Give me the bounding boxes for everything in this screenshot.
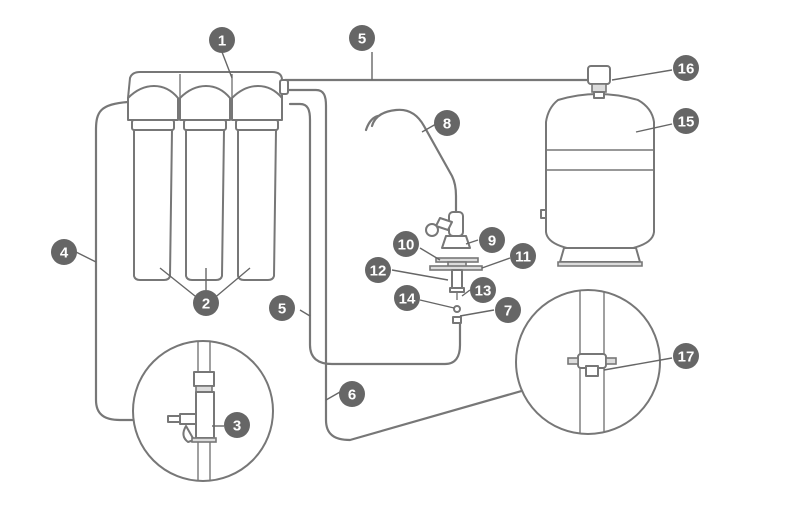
- callout-7: 7: [495, 297, 521, 323]
- filter-cartridge-3: [231, 85, 283, 281]
- callout-badge: [393, 231, 419, 257]
- callout-badge: [470, 277, 496, 303]
- callout-badge: [673, 343, 699, 369]
- callout-number: 11: [515, 249, 531, 266]
- callout-10: 10: [393, 231, 419, 257]
- callout-badge: [394, 285, 420, 311]
- callout-number: 9: [488, 233, 496, 250]
- callout-9: 9: [479, 227, 505, 253]
- callout-number: 15: [678, 114, 695, 131]
- callout-number: 3: [233, 418, 241, 435]
- callout-badge: [269, 295, 295, 321]
- filter-cartridge-1: [127, 85, 179, 281]
- callout-badge: [495, 297, 521, 323]
- callout-2: 2: [193, 290, 219, 316]
- callout-badge: [339, 381, 365, 407]
- callout-8: 8: [434, 110, 460, 136]
- callout-4: 4: [51, 239, 77, 265]
- callout-number: 4: [60, 245, 69, 262]
- callout-15: 15: [673, 108, 699, 134]
- callout-number: 1: [218, 33, 226, 50]
- callout-number: 8: [443, 116, 451, 133]
- callout-number: 7: [504, 303, 512, 320]
- callout-badge: [209, 27, 235, 53]
- callout-badge: [510, 243, 536, 269]
- storage-tank: [540, 93, 655, 267]
- callout-badge: [479, 227, 505, 253]
- callout-badge: [193, 290, 219, 316]
- callout-number: 16: [678, 61, 695, 78]
- callout-badge: [349, 25, 375, 51]
- callout-13: 13: [470, 277, 496, 303]
- callout-badge: [673, 55, 699, 81]
- callout-12: 12: [365, 257, 391, 283]
- callout-1: 1: [209, 27, 235, 53]
- callout-number: 13: [475, 283, 492, 300]
- callout-badge: [51, 239, 77, 265]
- drain-tube: [286, 88, 590, 442]
- callout-badge: [365, 257, 391, 283]
- drain-saddle-inset: [515, 289, 661, 435]
- faucet-mounting-parts: [429, 257, 483, 324]
- tank-valve: [587, 65, 611, 99]
- faucet: [364, 108, 471, 249]
- callout-number: 10: [398, 237, 415, 254]
- callout-number: 17: [678, 349, 695, 366]
- feed-valve-inset: [132, 340, 274, 482]
- callout-17: 17: [673, 343, 699, 369]
- callout-badge: [434, 110, 460, 136]
- callout-number: 14: [399, 291, 416, 308]
- callout-number: 5: [278, 301, 286, 318]
- callout-number: 5: [358, 31, 366, 48]
- callout-badge: [224, 412, 250, 438]
- callout-5b: 5: [269, 295, 295, 321]
- callout-3: 3: [224, 412, 250, 438]
- callout-16: 16: [673, 55, 699, 81]
- callout-number: 6: [348, 387, 356, 404]
- tube-to-faucet: [288, 102, 462, 366]
- callout-number: 12: [370, 263, 387, 280]
- inlet-tube: [94, 100, 170, 422]
- filter-cartridge-2: [179, 85, 231, 281]
- callout-14: 14: [394, 285, 420, 311]
- callout-6: 6: [339, 381, 365, 407]
- callout-5a: 5: [349, 25, 375, 51]
- callout-number: 2: [202, 296, 210, 313]
- callout-11: 11: [510, 243, 536, 269]
- callout-badge: [673, 108, 699, 134]
